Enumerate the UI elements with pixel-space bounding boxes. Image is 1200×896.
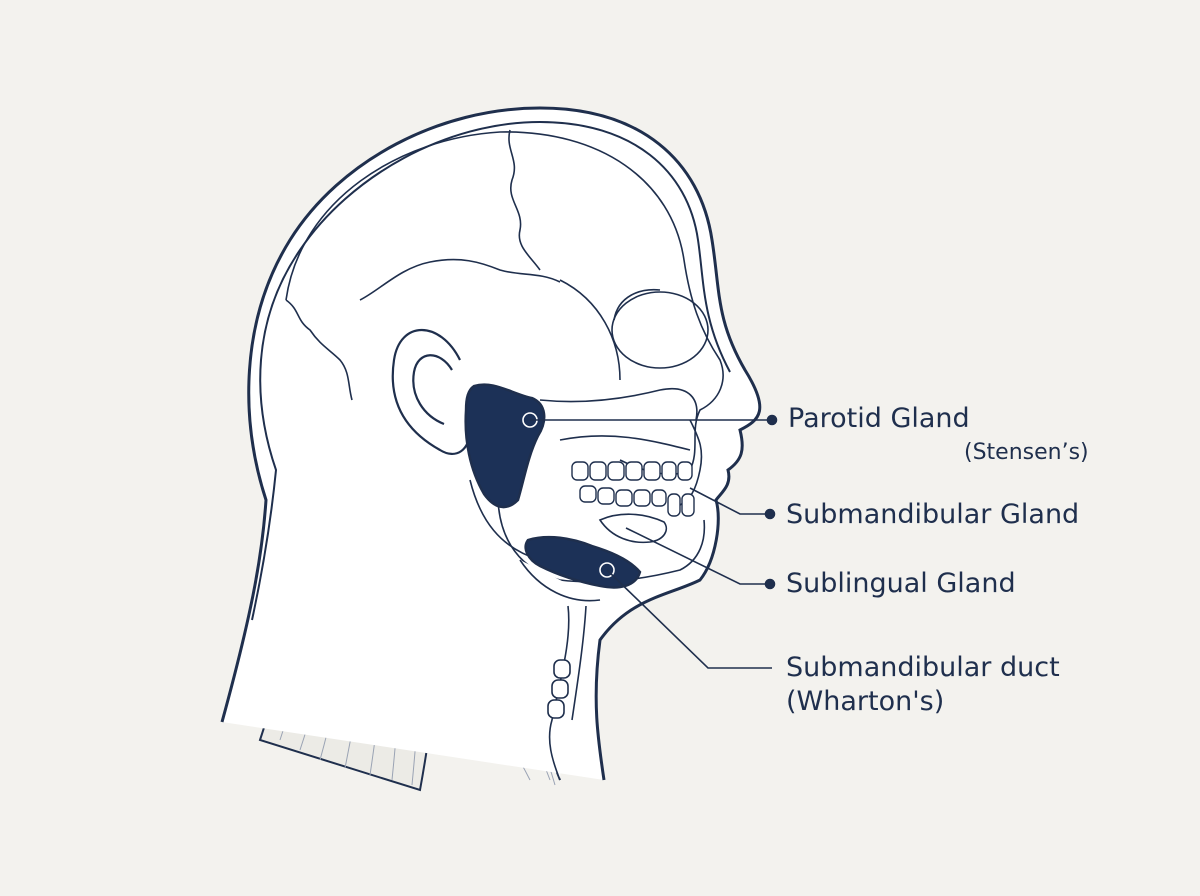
label-submandibular-gland: Submandibular Gland [786,499,1080,530]
label-sublingual-gland: Sublingual Gland [786,568,1016,599]
ear-icon [391,328,472,455]
label-parotid-gland: Parotid Gland [788,403,970,434]
teeth-icon [571,461,695,517]
parotid-leader-dot [766,414,778,426]
label-submandibular-duct: Submandibular duct [786,652,1060,683]
submandibular-gland-leader-dot [764,508,776,520]
sublingual-leader [625,527,770,585]
label-stensens: (Stensen’s) [964,440,1089,465]
sublingual-leader-dot [764,578,776,590]
submandibular-duct-leader [606,569,772,669]
trachea-icon [519,559,601,781]
leader-lines [530,414,778,669]
sublingual-gland [598,513,668,544]
submandibular-gland-leader [689,487,770,515]
label-whartons: (Wharton's) [786,686,945,717]
